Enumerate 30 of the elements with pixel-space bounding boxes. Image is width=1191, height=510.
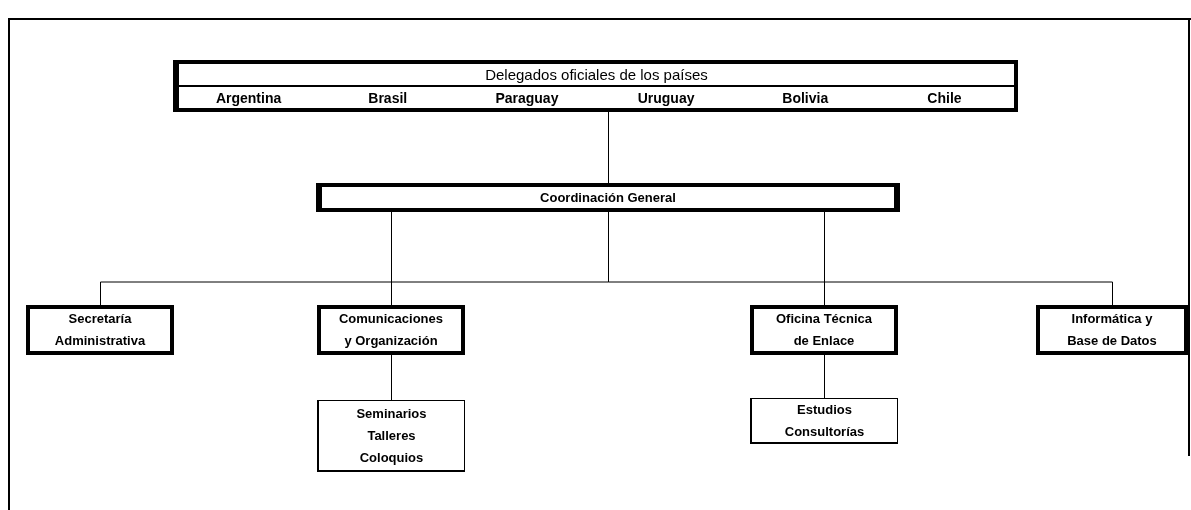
connector-line [824, 354, 825, 399]
unit-label: Estudios [797, 400, 852, 419]
unit-label: Secretaría Administrativa [53, 310, 147, 350]
unit-label: Consultorías [784, 422, 865, 441]
org-box [316, 183, 900, 212]
country-label: Brasil [367, 88, 409, 107]
country-label: Paraguay [494, 88, 560, 107]
org-box [1036, 305, 1188, 355]
country-label: Chile [926, 88, 963, 107]
connector-line [391, 211, 392, 306]
country-label: Argentina [214, 88, 283, 107]
country-label: Bolivia [781, 88, 830, 107]
unit-label: Seminarios [356, 404, 427, 423]
header-box [173, 60, 1018, 112]
unit-label: Comunicaciones y Organización [338, 310, 444, 350]
connector-line [391, 354, 392, 401]
unit-label: Oficina Técnica de Enlace [774, 310, 874, 350]
org-box [26, 305, 174, 355]
connector-line [824, 211, 825, 306]
connector-line [608, 111, 609, 184]
org-box [317, 305, 465, 355]
org-box [750, 398, 898, 444]
unit-label: Talleres [367, 426, 416, 445]
country-label: Uruguay [636, 88, 696, 107]
unit-label: Coordinación General [540, 188, 676, 207]
unit-label: Informática y Base de Datos [1066, 310, 1158, 350]
header-title: Delegados oficiales de los países [179, 64, 1014, 87]
org-box [750, 305, 898, 355]
org-box [317, 400, 465, 472]
unit-label: Coloquios [359, 448, 424, 467]
